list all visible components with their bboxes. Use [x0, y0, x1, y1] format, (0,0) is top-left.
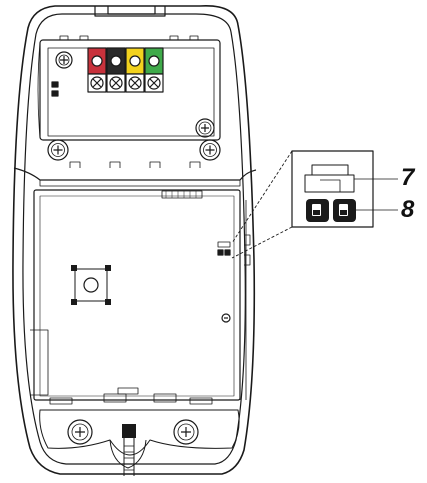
board-rail [13, 161, 257, 199]
terminal-4 [144, 47, 164, 93]
terminal-block-icon [87, 47, 164, 93]
screw-board-right [195, 118, 215, 138]
dip-switch-icon [306, 199, 398, 222]
callout-label-7: 7 [401, 164, 415, 191]
jumper-icon [304, 164, 398, 193]
screw-top-left [55, 51, 73, 69]
terminal-1 [87, 47, 107, 93]
screw-board-left [47, 139, 69, 161]
screw-bottom-left [67, 419, 93, 445]
pcb-jumper [217, 241, 231, 248]
main-pcb [30, 189, 251, 405]
screw-bottom-right [173, 419, 199, 445]
pcb-dip-switch-a [217, 249, 224, 256]
bottom-section [39, 409, 240, 469]
terminal-2 [106, 47, 126, 93]
component-right [221, 313, 231, 323]
screw-board-right-lower [199, 139, 221, 161]
callout-label-8: 8 [401, 196, 415, 223]
cable-clamp [122, 424, 136, 476]
terminal-3 [125, 47, 145, 93]
sensor-mount [71, 265, 111, 305]
pcb-dip-switch-b [224, 249, 231, 256]
enclosure-shell [12, 5, 256, 475]
